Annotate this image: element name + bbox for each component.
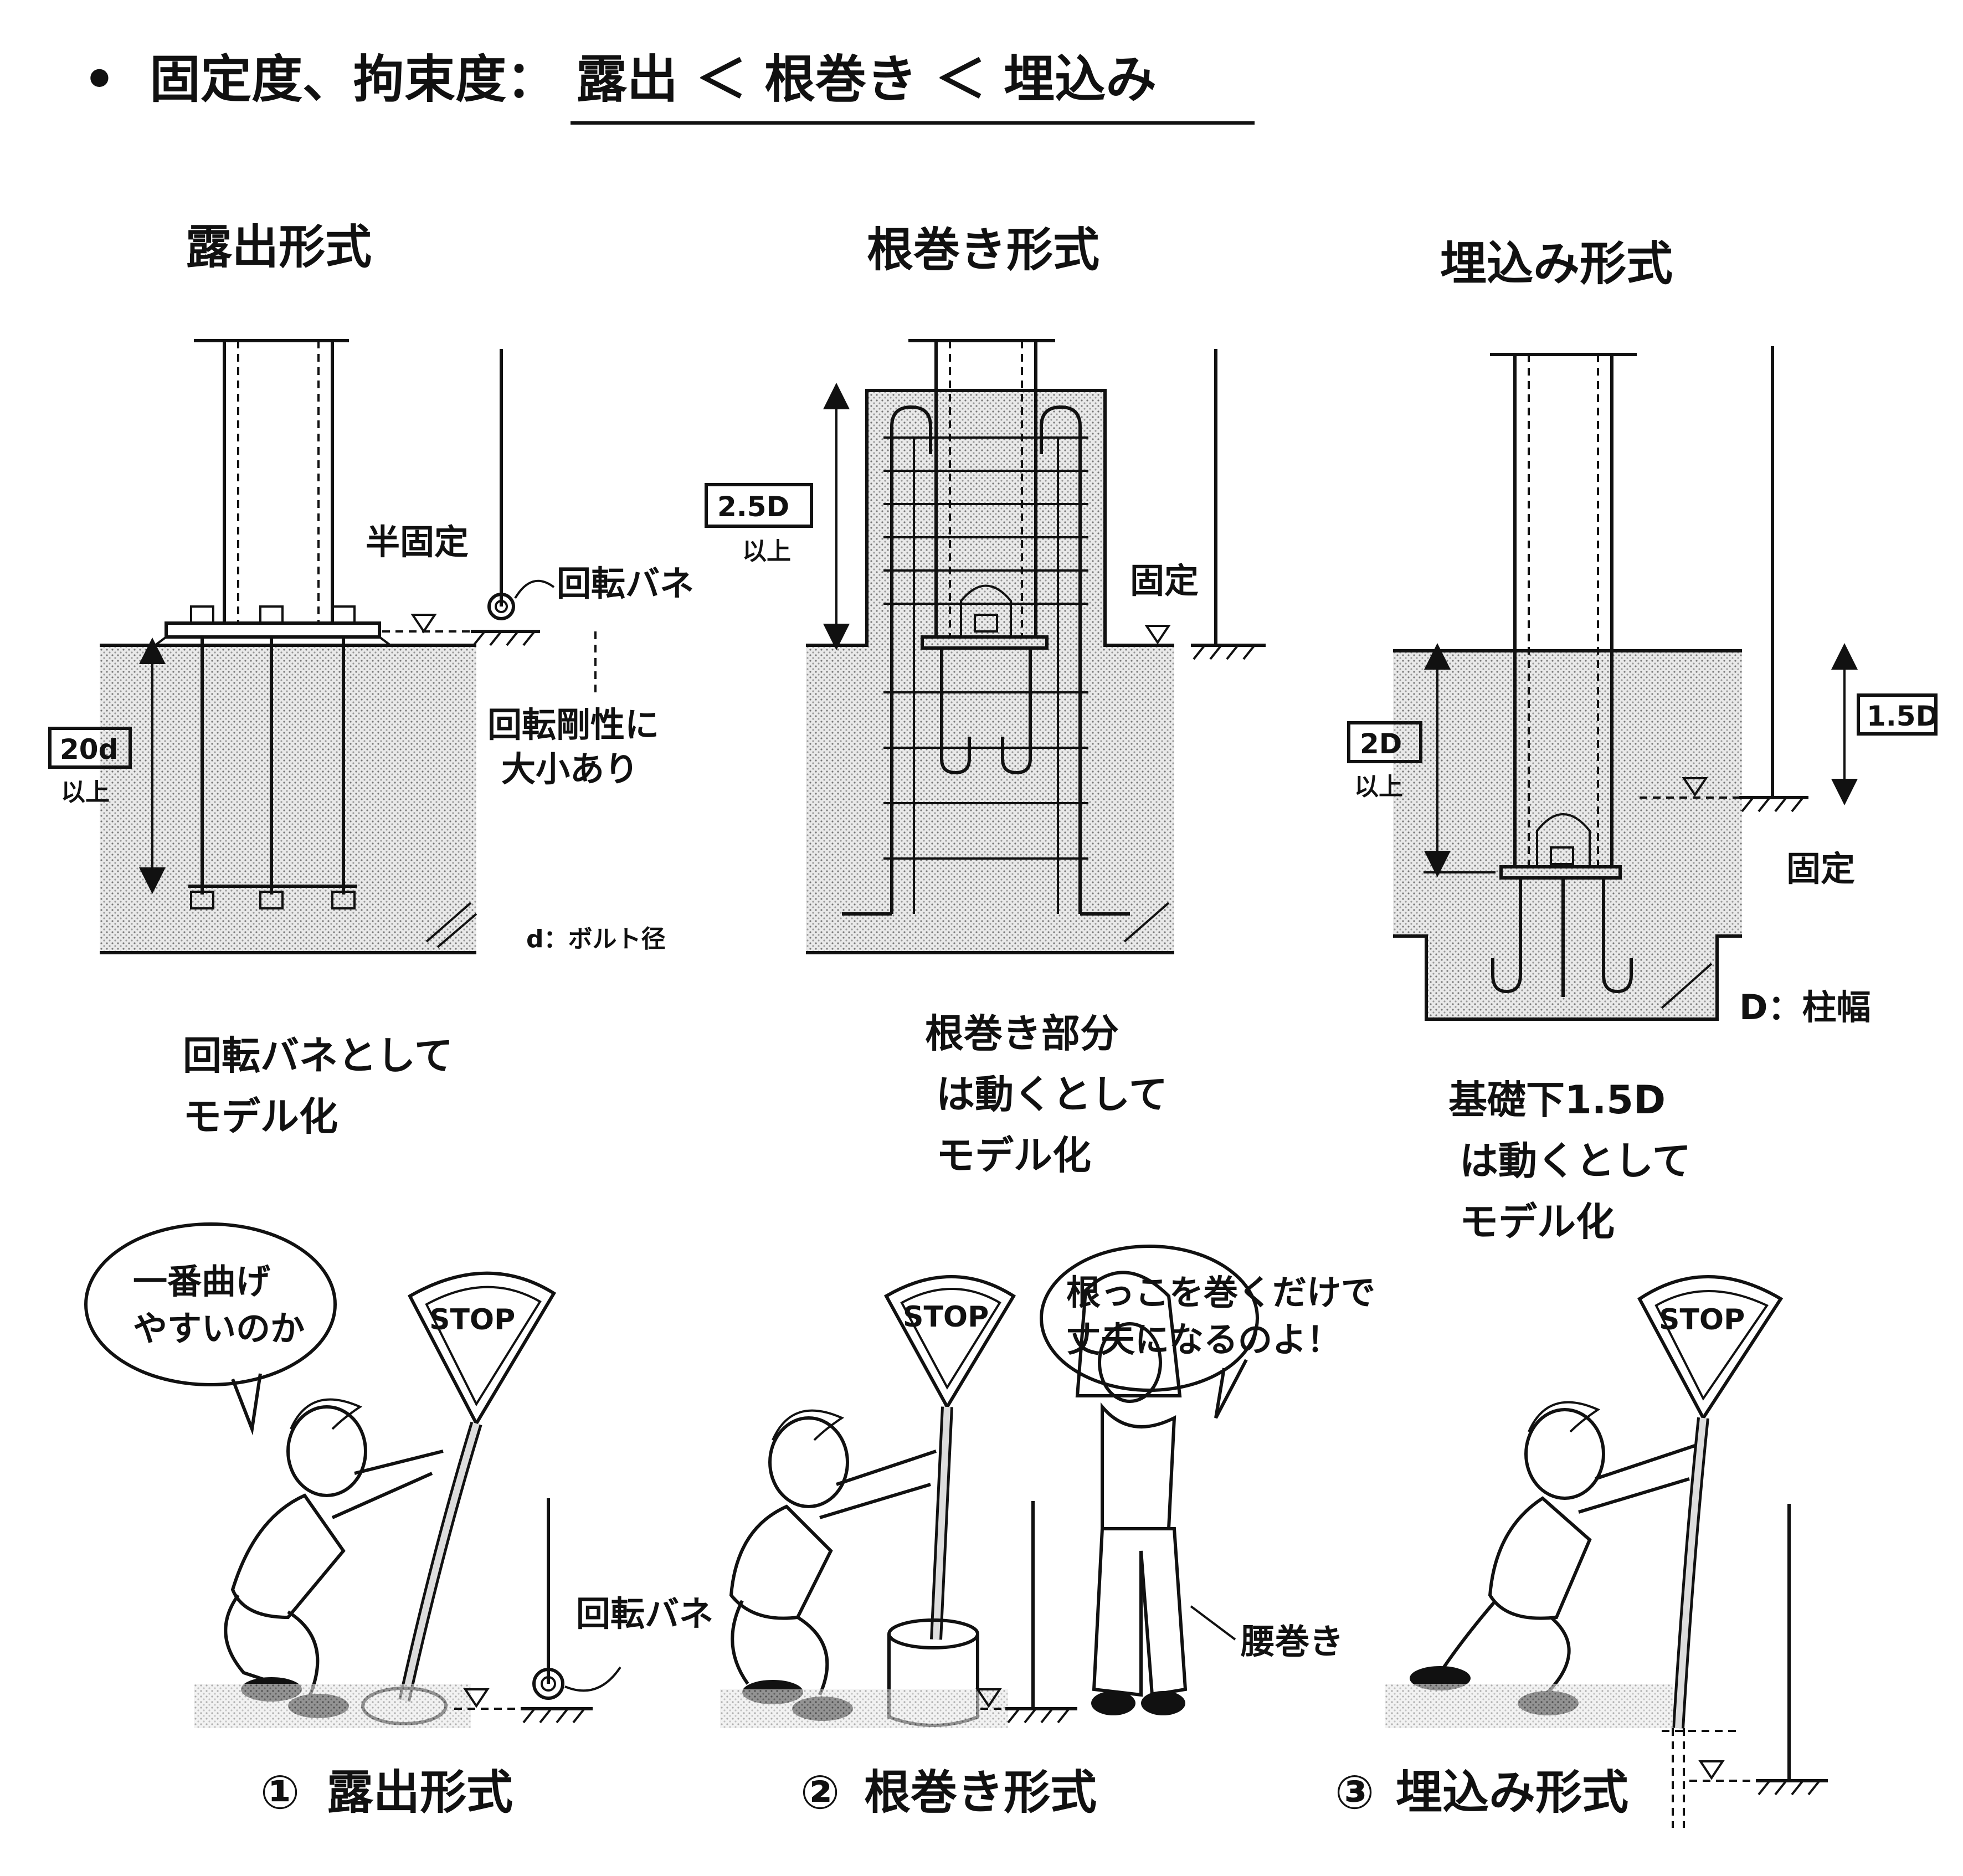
rating-label: 半固定 (366, 522, 469, 562)
belt-label: 腰巻き (1241, 1621, 1344, 1662)
svg-text:は動くとして: は動くとして (1460, 1138, 1691, 1184)
person (1524, 1408, 1605, 1500)
svg-text:回転剛性に: 回転剛性に (487, 705, 659, 745)
base-plate (165, 621, 381, 639)
person (286, 1405, 367, 1497)
svg-text:②: ② (800, 1765, 840, 1820)
spring-icon (532, 1668, 564, 1700)
svg-text:根っこを巻くだけで: 根っこを巻くだけで (1066, 1272, 1375, 1313)
person (768, 1416, 849, 1508)
svg-text:根巻き部分: 根巻き部分 (925, 1011, 1119, 1056)
svg-text:埋込み形式: 埋込み形式 (1396, 1765, 1628, 1820)
svg-text:露出形式: 露出形式 (327, 1765, 513, 1820)
svg-text:STOP: STOP (903, 1301, 989, 1334)
diagram-embedded-title: 埋込み形式 (1440, 237, 1673, 291)
diagram-exposed: 露出形式 20d 以上 (48, 220, 694, 1139)
stop-sign (1637, 1275, 1784, 1421)
svg-text:以上: 以上 (742, 537, 791, 566)
woman (1075, 1271, 1182, 1397)
svg-text:①: ① (260, 1765, 300, 1820)
stop-sign (408, 1271, 557, 1427)
stop-sign (883, 1275, 1016, 1411)
dimension-label: 20d (60, 733, 118, 765)
header-sequence: 露出 ＜ 根巻き ＜ 埋込み (576, 50, 1157, 109)
soil (100, 645, 476, 953)
svg-text:根巻き形式: 根巻き形式 (864, 1765, 1097, 1820)
svg-text:モデル化: モデル化 (936, 1133, 1091, 1178)
dimension-right-label: 1.5D (1867, 700, 1939, 732)
header-bullet: • (83, 50, 116, 109)
diagram-embedded: 埋込み形式 2D 以上 1.5D 固定 D：柱幅 基礎下1.5D (1347, 237, 1939, 1245)
svg-text:モデル化: モデル化 (1460, 1199, 1615, 1245)
spring-label: 回転バネ (576, 1594, 713, 1634)
spring-label: 回転バネ (557, 563, 694, 604)
svg-text:以上: 以上 (1354, 773, 1403, 801)
svg-text:STOP: STOP (1659, 1303, 1745, 1337)
cartoon-exposed: 一番曲げ やすいのか STOP 回転バネ ① 露出形式 (84, 1222, 713, 1820)
svg-text:STOP: STOP (429, 1303, 515, 1337)
diagram-wrapped: 根巻き形式 (705, 223, 1266, 1178)
cartoon-embedded: STOP ③ 埋込み形式 (1335, 1275, 1828, 1828)
svg-text:モデル化: モデル化 (183, 1094, 338, 1139)
svg-text:③: ③ (1335, 1765, 1374, 1820)
legend-exposed: d：ボルト径 (526, 925, 666, 953)
svg-text:大小あり: 大小あり (501, 749, 639, 789)
cartoon-wrapped: STOP 根っこを巻くだけで 丈夫になるのよ！ 腰巻き ② (720, 1245, 1375, 1820)
diagram-wrapped-title: 根巻き形式 (867, 223, 1099, 277)
svg-text:回転バネとして: 回転バネとして (183, 1033, 453, 1078)
diagram-exposed-title: 露出形式 (186, 220, 372, 274)
svg-text:は動くとして: は動くとして (936, 1072, 1168, 1117)
header-lead: 固定度、拘束度： (150, 50, 557, 109)
svg-text:丈夫になるのよ！: 丈夫になるのよ！ (1066, 1319, 1341, 1360)
header: • 固定度、拘束度： 露出 ＜ 根巻き ＜ 埋込み (83, 50, 1255, 125)
dimension-label: 2D (1360, 728, 1402, 760)
svg-text:基礎下1.5D: 基礎下1.5D (1448, 1077, 1666, 1123)
dimension-label: 2.5D (717, 491, 789, 523)
rating-label: 固定 (1786, 849, 1855, 889)
svg-text:以上: 以上 (61, 778, 110, 806)
rating-label: 固定 (1130, 561, 1199, 601)
legend-embedded: D：柱幅 (1739, 987, 1870, 1027)
speech-bubble (84, 1222, 337, 1386)
svg-text:一番曲げ: 一番曲げ (133, 1261, 270, 1302)
wrap-concrete (867, 390, 1105, 953)
svg-text:やすいのか: やすいのか (133, 1308, 305, 1349)
spring-icon (487, 593, 515, 620)
